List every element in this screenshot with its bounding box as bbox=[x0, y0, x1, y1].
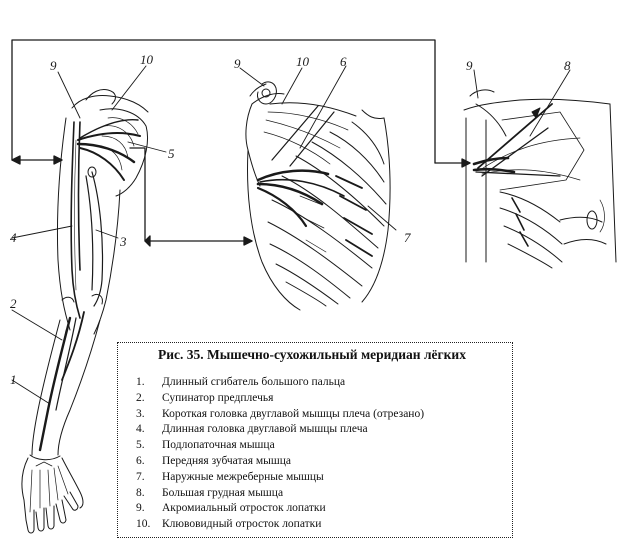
callout-4: 4 bbox=[10, 230, 17, 245]
legend-item: 1.Длинный сгибатель большого пальца bbox=[136, 376, 346, 388]
callout-10-ribcage: 10 bbox=[296, 54, 310, 69]
callout-7: 7 bbox=[404, 230, 411, 245]
legend-item: 10.Клювовидный отросток лопатки bbox=[136, 518, 322, 531]
callout-9-arm: 9 bbox=[50, 58, 57, 73]
legend-item: 2.Супинатор предплечья bbox=[136, 391, 274, 404]
legend-item: 9.Акромиальный отросток лопатки bbox=[136, 502, 326, 515]
callout-leaders bbox=[11, 65, 571, 405]
legend-item: 5.Подлопаточная мышца bbox=[136, 439, 275, 452]
legend-item: 7.Наружные межреберные мышцы bbox=[136, 470, 324, 483]
callout-10-arm: 10 bbox=[140, 52, 154, 67]
legend-item: 6.Передняя зубчатая мышца bbox=[136, 454, 292, 467]
arm-figure bbox=[21, 89, 149, 534]
callout-9-ribcage: 9 bbox=[234, 56, 241, 71]
legend-list: 1.Длинный сгибатель большого пальца 2.Су… bbox=[136, 375, 424, 533]
ribcage-figure bbox=[245, 81, 391, 311]
callout-labels: 9 10 5 4 3 2 1 9 10 6 7 9 8 bbox=[10, 52, 571, 387]
legend-item: 4.Длинная головка двуглавой мышцы плеча bbox=[136, 423, 368, 436]
legend-item: 3.Короткая головка двуглавой мышцы плеча… bbox=[136, 407, 425, 420]
callout-3: 3 bbox=[119, 234, 127, 249]
callout-9-chest: 9 bbox=[466, 58, 473, 73]
chest-figure bbox=[463, 89, 617, 269]
callout-2: 2 bbox=[10, 296, 17, 311]
callout-8: 8 bbox=[564, 58, 571, 73]
callout-1: 1 bbox=[10, 372, 17, 387]
callout-6: 6 bbox=[340, 54, 347, 69]
callout-5: 5 bbox=[168, 146, 175, 161]
figure-title: Рис. 35. Мышечно-сухожильный меридиан лё… bbox=[158, 347, 466, 362]
caption-box: Рис. 35. Мышечно-сухожильный меридиан лё… bbox=[117, 342, 513, 538]
legend-item: 8.Большая грудная мышца bbox=[136, 486, 284, 499]
